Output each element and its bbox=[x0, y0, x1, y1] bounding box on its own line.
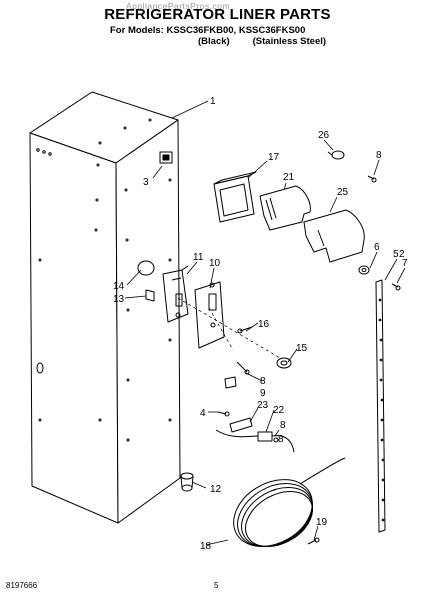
model-row-1: For Models: KSSC36FKB00, KSSC36FKS00 bbox=[110, 25, 326, 36]
liner-box bbox=[29, 91, 181, 524]
callout-23: 23 bbox=[257, 400, 269, 411]
document-number: 8197666 bbox=[6, 581, 38, 590]
callout-14: 14 bbox=[113, 281, 125, 292]
part-23-clip bbox=[229, 417, 253, 433]
part-13-pad bbox=[145, 289, 155, 302]
part-4-screw bbox=[217, 411, 230, 417]
callout-16: 16 bbox=[258, 319, 270, 330]
callout-25: 25 bbox=[337, 187, 349, 198]
callout-13: 13 bbox=[113, 294, 125, 305]
part-17-housing bbox=[213, 171, 257, 223]
part-14-disc bbox=[137, 260, 155, 276]
watermark-text: AppliancePartsPros.com bbox=[126, 1, 231, 11]
callout-8a: 8 bbox=[376, 150, 382, 161]
part-8-screw-b bbox=[273, 437, 279, 443]
callout-8d: 8 bbox=[278, 434, 284, 445]
part-8-screw-a bbox=[236, 361, 250, 375]
variant-1: (Black) bbox=[198, 36, 230, 47]
part-12-cap bbox=[180, 472, 194, 492]
part-7-screw bbox=[391, 283, 401, 291]
callout-1: 1 bbox=[210, 96, 216, 107]
part-10-bracket bbox=[194, 281, 225, 349]
callout-7: 7 bbox=[402, 258, 408, 269]
callout-11: 11 bbox=[193, 252, 204, 263]
part-9-nut bbox=[224, 376, 237, 389]
part-11-bracket bbox=[162, 265, 189, 323]
callout-5: 5 bbox=[393, 249, 399, 260]
model-2: KSSC36FKS00 bbox=[238, 25, 306, 36]
part-5-rail bbox=[375, 279, 386, 533]
page-number: 5 bbox=[214, 581, 219, 590]
part-8-screw-c bbox=[367, 175, 377, 183]
part-26-fastener bbox=[327, 150, 345, 160]
variant-2: (Stainless Steel) bbox=[252, 36, 327, 47]
for-models-label: For Models: bbox=[110, 25, 164, 36]
model-info: For Models: KSSC36FKB00, KSSC36FKS00 (Bl… bbox=[110, 25, 326, 47]
part-16-screw bbox=[237, 326, 253, 334]
part-3-clip bbox=[159, 151, 173, 164]
page-title: REFRIGERATOR LINER PARTS bbox=[104, 6, 331, 23]
callout-labels: 1 2 3 4 5 6 7 8 8 8 8 9 10 11 12 13 14 1… bbox=[113, 96, 408, 552]
part-21-cover bbox=[259, 185, 311, 231]
wire-lead bbox=[215, 429, 295, 453]
callout-22: 22 bbox=[273, 405, 285, 416]
callout-15: 15 bbox=[296, 343, 308, 354]
callout-4: 4 bbox=[200, 408, 206, 419]
callout-12: 12 bbox=[210, 484, 222, 495]
part-22-switch bbox=[257, 431, 273, 442]
model-1: KSSC36FKB00, bbox=[166, 25, 237, 36]
callout-21: 21 bbox=[283, 172, 295, 183]
callout-9: 9 bbox=[260, 388, 266, 399]
callout-19: 19 bbox=[316, 517, 328, 528]
callout-8c: 8 bbox=[280, 420, 286, 431]
callout-3: 3 bbox=[143, 177, 149, 188]
dashed-axis bbox=[177, 297, 281, 359]
callout-26: 26 bbox=[318, 130, 330, 141]
part-19-screw bbox=[307, 537, 320, 545]
part-18-wire-coil bbox=[233, 457, 346, 547]
callout-17: 17 bbox=[268, 152, 280, 163]
part-15-clip bbox=[276, 357, 292, 369]
part-25-cover bbox=[303, 209, 365, 263]
model-row-2: (Black) (Stainless Steel) bbox=[110, 36, 326, 47]
callout-2: 2 bbox=[399, 249, 405, 260]
callout-8b: 8 bbox=[260, 376, 266, 387]
callout-10: 10 bbox=[209, 258, 221, 269]
callout-6: 6 bbox=[374, 242, 380, 253]
callout-18: 18 bbox=[200, 541, 212, 552]
part-6-bushing bbox=[358, 265, 370, 275]
